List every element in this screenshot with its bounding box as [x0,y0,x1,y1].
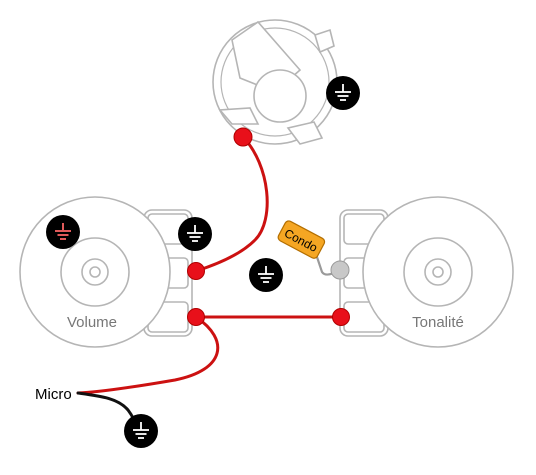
ground-icon [249,258,283,292]
solder-points [187,127,350,326]
jack-tab [314,28,335,54]
volume-label: Volume [67,314,117,331]
ground-icon [326,76,360,110]
solder-volume-in [187,308,205,326]
jack-inner-ring [220,27,330,137]
ground-icon [46,215,80,249]
output-jack [212,19,338,145]
volume-pot-shaft-core [89,266,101,278]
wires [76,135,343,430]
capacitor: Condo [277,220,341,276]
solder-jack-tip [233,127,253,147]
tone-pot [339,196,514,348]
jack-sleeve-lug [286,121,324,145]
tone-label: Tonalité [412,314,464,331]
solder-tone-in [332,308,350,326]
wire-jack-to-volume [194,135,269,273]
jack-tip-lug [218,107,260,125]
ground-icon [124,414,158,448]
tone-pot-shaft-core [432,266,444,278]
wire-micro-hot [76,315,220,395]
micro-label: Micro [35,386,72,403]
capacitor-body [277,220,326,259]
solder-volume-out [187,262,205,280]
solder-tone-capacitor [330,260,350,280]
jack-sleeve [253,69,307,123]
ground-icon [178,217,212,251]
